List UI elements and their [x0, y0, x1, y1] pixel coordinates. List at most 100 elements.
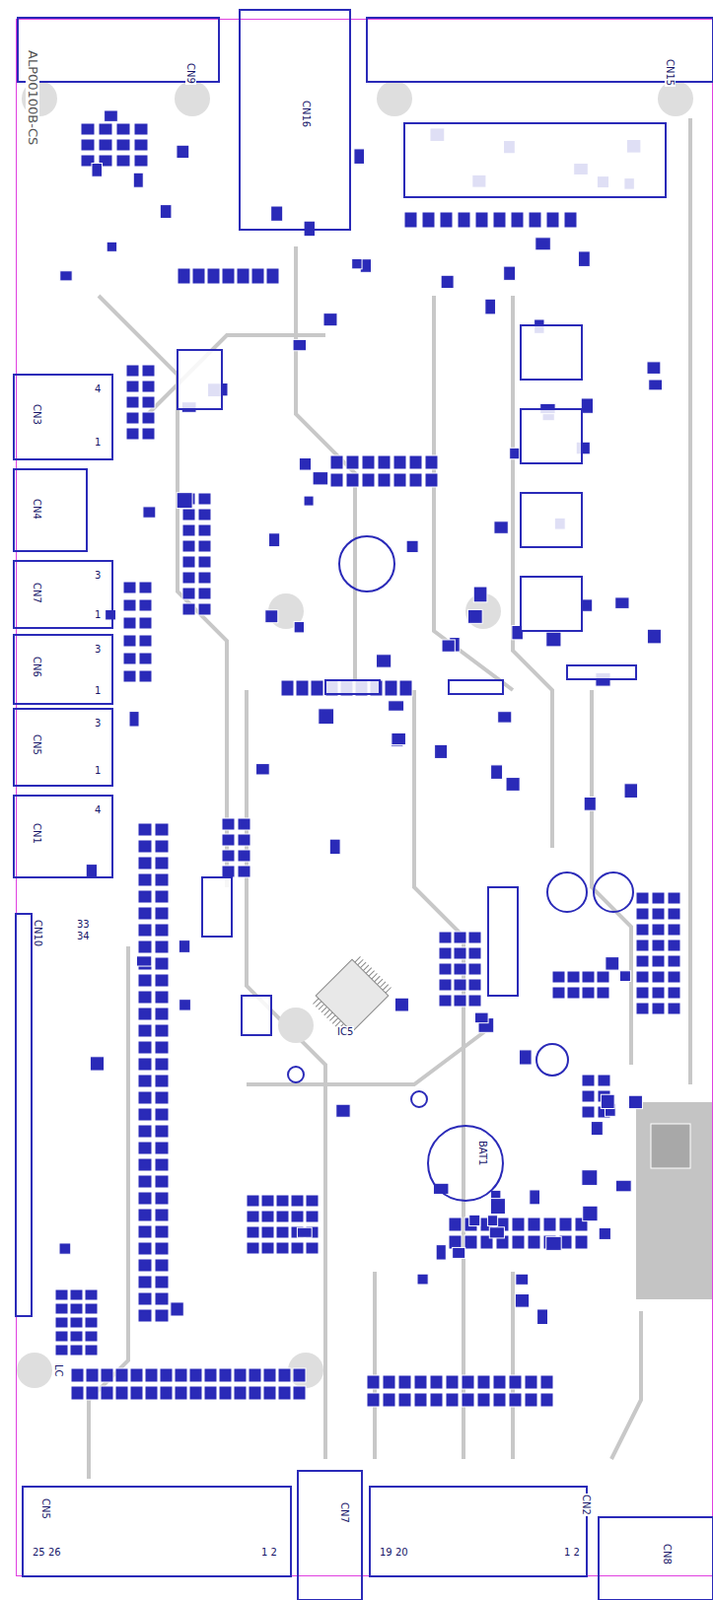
- smd-part: [581, 971, 595, 984]
- smd-part: [453, 947, 467, 960]
- smd-part: [198, 493, 212, 505]
- smd-part: [182, 556, 196, 569]
- connector-ref: CN6: [31, 655, 43, 679]
- smd-part: [248, 1368, 262, 1383]
- smd-part: [236, 268, 250, 285]
- pin-number: 1: [93, 609, 102, 621]
- module-outline: [567, 665, 637, 680]
- smd-part: [581, 987, 595, 999]
- smd-part: [189, 1386, 203, 1401]
- part-label: IC5: [336, 1026, 355, 1038]
- smd-part: [138, 924, 152, 937]
- smd-part: [489, 1227, 504, 1239]
- capacitor-outline: [547, 872, 587, 913]
- smd-part: [330, 473, 344, 488]
- smd-part: [138, 1259, 152, 1273]
- smd-part: [139, 670, 152, 683]
- smd-part: [248, 1386, 262, 1401]
- smd-part: [305, 1195, 319, 1208]
- connector-ref: CN1: [31, 822, 43, 846]
- smd-part: [177, 268, 191, 285]
- smd-part: [510, 212, 524, 228]
- smd-part: [312, 472, 329, 486]
- smd-part: [142, 427, 155, 440]
- smd-part: [598, 1227, 611, 1240]
- smd-part: [138, 1175, 152, 1189]
- smd-part: [346, 455, 359, 470]
- smd-part: [85, 864, 97, 878]
- smd-part: [537, 1309, 549, 1326]
- smd-part: [182, 540, 196, 553]
- smd-part: [123, 617, 137, 630]
- smd-part: [55, 1289, 69, 1301]
- smd-part: [89, 1057, 104, 1071]
- smd-part: [574, 1235, 588, 1250]
- smd-part: [393, 455, 407, 470]
- smd-part: [398, 1393, 412, 1408]
- pad-window: [650, 1124, 691, 1169]
- smd-part: [464, 1235, 478, 1250]
- module-outline: [202, 877, 232, 937]
- smd-part: [295, 680, 309, 697]
- smd-part: [453, 931, 467, 944]
- smd-part: [159, 1386, 173, 1401]
- pin-number: 34: [75, 930, 91, 942]
- smd-part: [636, 939, 649, 952]
- smd-part: [540, 1393, 554, 1408]
- smd-part: [290, 1242, 304, 1255]
- connector-ref: CN4: [31, 498, 43, 521]
- capacitor-outline: [411, 1091, 428, 1108]
- smd-part: [70, 1345, 83, 1356]
- smd-part: [237, 850, 251, 862]
- smd-part: [159, 205, 172, 219]
- smd-part: [636, 971, 649, 984]
- smd-part: [361, 455, 375, 470]
- smd-part: [138, 1108, 152, 1122]
- capacitor-outline: [593, 872, 634, 913]
- mounting-hole: [174, 80, 211, 117]
- smd-part: [142, 396, 155, 409]
- smd-part: [559, 1217, 572, 1232]
- smd-part: [583, 796, 596, 811]
- smd-part: [218, 1386, 232, 1401]
- smd-part: [305, 1242, 319, 1255]
- smd-part: [179, 999, 192, 1011]
- smd-part: [494, 521, 508, 535]
- copper-traces: [88, 118, 691, 1480]
- smd-part: [651, 955, 665, 968]
- smd-part: [438, 995, 452, 1007]
- board-part-number: ALP00100B-CS: [25, 49, 40, 146]
- smd-part: [303, 496, 314, 506]
- smd-part: [303, 220, 315, 237]
- smd-part: [138, 991, 152, 1004]
- smd-part: [71, 1368, 84, 1383]
- smd-part: [590, 1122, 603, 1137]
- smd-part: [366, 1375, 380, 1390]
- smd-part: [508, 1393, 522, 1408]
- smd-part: [126, 412, 140, 425]
- smd-part: [429, 1375, 443, 1390]
- smd-part: [535, 237, 552, 251]
- capacitor-outline: [427, 1126, 503, 1202]
- smd-part: [377, 455, 391, 470]
- smd-part: [142, 506, 156, 518]
- smd-part: [580, 599, 592, 612]
- smd-part: [221, 268, 235, 285]
- smd-part: [55, 1317, 69, 1329]
- smd-part: [138, 974, 152, 988]
- smd-part: [154, 1158, 169, 1172]
- smd-part: [475, 212, 489, 228]
- smd-part: [597, 1074, 611, 1087]
- smd-part: [123, 581, 137, 594]
- smd-part: [159, 1368, 173, 1383]
- smd-part: [546, 632, 562, 647]
- smd-part: [237, 865, 251, 878]
- smd-part: [511, 1235, 525, 1250]
- connector-ref: CN2: [580, 1494, 592, 1517]
- smd-part: [70, 1317, 83, 1329]
- pin-number: 19 20: [378, 1547, 410, 1559]
- smd-part: [452, 1247, 466, 1259]
- smd-part: [142, 380, 155, 393]
- smd-part: [384, 680, 398, 697]
